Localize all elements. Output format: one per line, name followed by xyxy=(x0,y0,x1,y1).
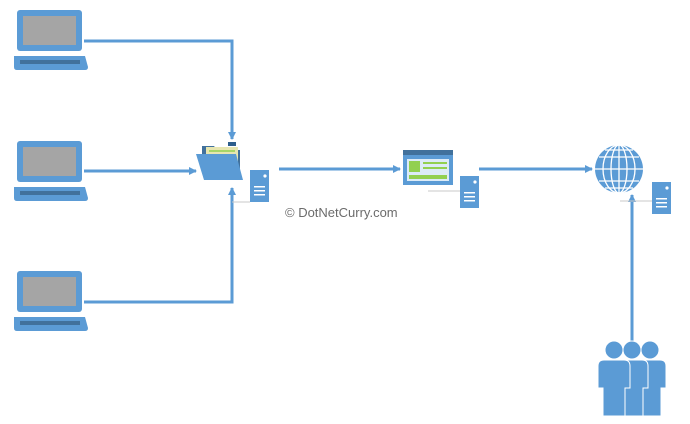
folder-icon xyxy=(196,142,243,180)
connector-laptop-3-to-folder xyxy=(84,187,236,304)
web-app-server xyxy=(403,150,479,208)
laptop-icon xyxy=(14,141,88,201)
watermark-text: © DotNetCurry.com xyxy=(285,205,398,220)
globe-icon xyxy=(595,144,643,194)
web-page-icon xyxy=(403,150,453,185)
laptop-icon xyxy=(14,10,88,70)
connector-laptop-1-to-folder xyxy=(84,39,236,140)
server-icon xyxy=(460,176,479,208)
laptop-icon xyxy=(14,271,88,331)
server-icon xyxy=(250,170,269,202)
connectors xyxy=(84,39,636,342)
server-icon xyxy=(652,182,671,214)
person-icon xyxy=(597,340,631,417)
internet-server xyxy=(595,144,671,214)
users-icon xyxy=(597,340,667,417)
file-server xyxy=(196,142,269,203)
